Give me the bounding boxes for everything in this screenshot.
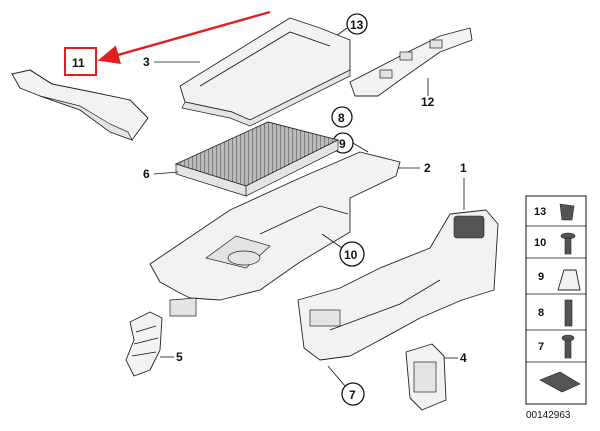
part-5-bellows-hose	[125, 311, 163, 377]
part-1-intake-duct	[297, 209, 499, 361]
callout-1: 1	[460, 161, 467, 175]
legend-item-7: 7	[538, 341, 544, 353]
part-6-filter-element	[174, 121, 340, 197]
legend-item-10: 10	[534, 237, 546, 249]
callout-8-circle	[331, 106, 353, 128]
highlight-box	[64, 47, 97, 76]
part-3-housing-cover	[179, 17, 351, 127]
fastener-legend: 13 10 9 8 7	[525, 195, 587, 405]
legend-item-9: 9	[538, 271, 544, 283]
callout-11: 11	[72, 56, 85, 70]
part-12-bracket-rail	[349, 27, 473, 97]
callout-3: 3	[143, 55, 150, 69]
callout-9: 9	[339, 137, 346, 151]
callout-2: 2	[424, 161, 431, 175]
callout-7: 7	[349, 388, 356, 402]
callout-13: 13	[350, 18, 364, 32]
part-2-lower-housing	[149, 151, 401, 317]
callout-13-circle	[346, 13, 368, 35]
callout-8: 8	[338, 111, 345, 125]
part-11-duct-bracket	[11, 69, 149, 141]
callout-6: 6	[143, 167, 150, 181]
callout-10-circle	[339, 241, 365, 267]
legend-item-13: 13	[534, 206, 546, 218]
legend-item-8: 8	[538, 307, 544, 319]
part-4-bracket	[405, 343, 447, 411]
callout-5: 5	[176, 350, 183, 364]
callout-7-circle	[341, 382, 365, 406]
highlight-arrow	[97, 10, 271, 65]
callout-10: 10	[344, 248, 358, 262]
callout-4: 4	[460, 351, 467, 365]
callout-12: 12	[421, 95, 435, 109]
diagram-id: 00142963	[526, 410, 571, 421]
